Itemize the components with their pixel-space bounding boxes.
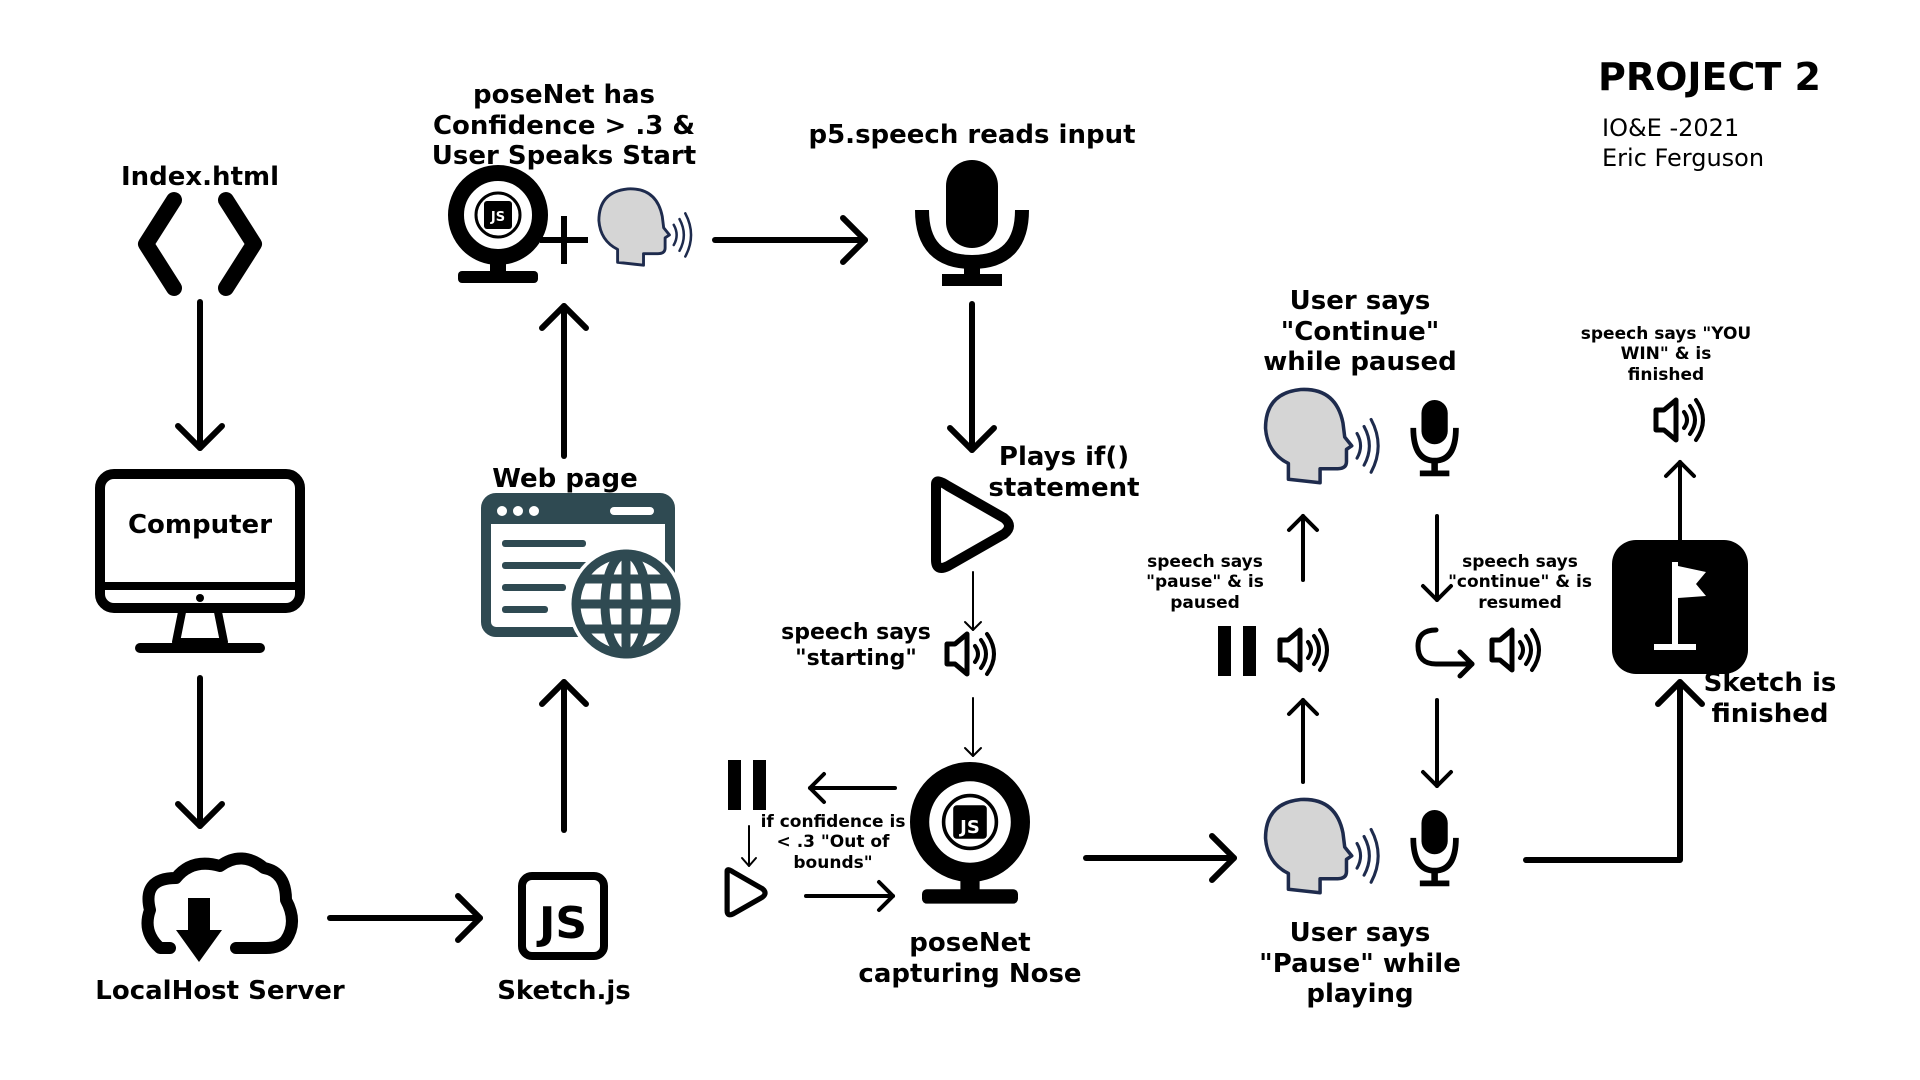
speaker-resumed-icon [1492, 630, 1539, 670]
speaking-head-continue-icon [1263, 387, 1380, 485]
node-computer-label: Computer [127, 510, 273, 540]
speaker-paused-icon [1280, 630, 1327, 670]
computer-monitor-icon [95, 469, 305, 653]
edge-pause-finished [1523, 679, 1683, 863]
speaking-head-pause-icon [1263, 797, 1380, 895]
microphone-pause-icon [1413, 810, 1456, 886]
webcam-start-js-label: JS [490, 210, 505, 225]
speaker-win-icon [1656, 400, 1703, 440]
js-file-icon: JS [518, 872, 608, 960]
webcam-posenet-js-label: JS [958, 817, 980, 838]
node-sketch-finished-label: Sketch is finished [1703, 668, 1837, 729]
node-posenet-start-label: poseNet has Confidence > .3 & User Speak… [431, 80, 697, 172]
play-small-icon [727, 870, 765, 915]
webcam-start-icon [456, 173, 540, 283]
node-user-continue-label: User says "Continue" while paused [1263, 286, 1457, 378]
node-posenet-nose-label: poseNet capturing Nose [858, 928, 1082, 989]
node-index-html-label: Index.html [120, 162, 280, 192]
node-plays-if-label: Plays if() statement [988, 442, 1140, 503]
pause-icon [1218, 626, 1256, 676]
project-title: PROJECT 2 [1598, 55, 1821, 99]
cloud-download-icon [141, 852, 298, 962]
node-user-pause-label: User says "Pause" while playing [1259, 918, 1461, 1010]
code-brackets-icon [138, 192, 262, 296]
node-p5-speech-label: p5.speech reads input [808, 120, 1136, 150]
node-speech-starting-label: speech says "starting" [781, 620, 931, 671]
node-speech-win-label: speech says "YOU WIN" & is finished [1580, 324, 1752, 385]
finish-flag-icon [1612, 540, 1748, 674]
web-page-globe-icon [481, 493, 684, 662]
node-sketch-js-label: Sketch.js [497, 976, 631, 1006]
node-out-of-bounds-label: if confidence is < .3 "Out of bounds" [760, 812, 906, 873]
plus-icon [540, 216, 588, 264]
js-file-icon-label: JS [536, 898, 587, 949]
microphone-continue-icon [1413, 400, 1456, 476]
node-speech-paused-label: speech says "pause" & is paused [1146, 552, 1264, 613]
node-localhost-label: LocalHost Server [95, 976, 345, 1006]
node-web-page-label: Web page [492, 464, 638, 494]
course-label: IO&E -2021 [1602, 114, 1740, 142]
node-speech-continue-label: speech says "continue" & is resumed [1448, 552, 1592, 613]
speaking-head-start-icon [597, 187, 693, 267]
microphone-icon [915, 160, 1029, 286]
author-label: Eric Ferguson [1602, 144, 1765, 172]
redo-arrow-icon [1415, 627, 1475, 679]
pause-small-icon [728, 760, 766, 810]
speaker-starting-icon [947, 634, 994, 674]
